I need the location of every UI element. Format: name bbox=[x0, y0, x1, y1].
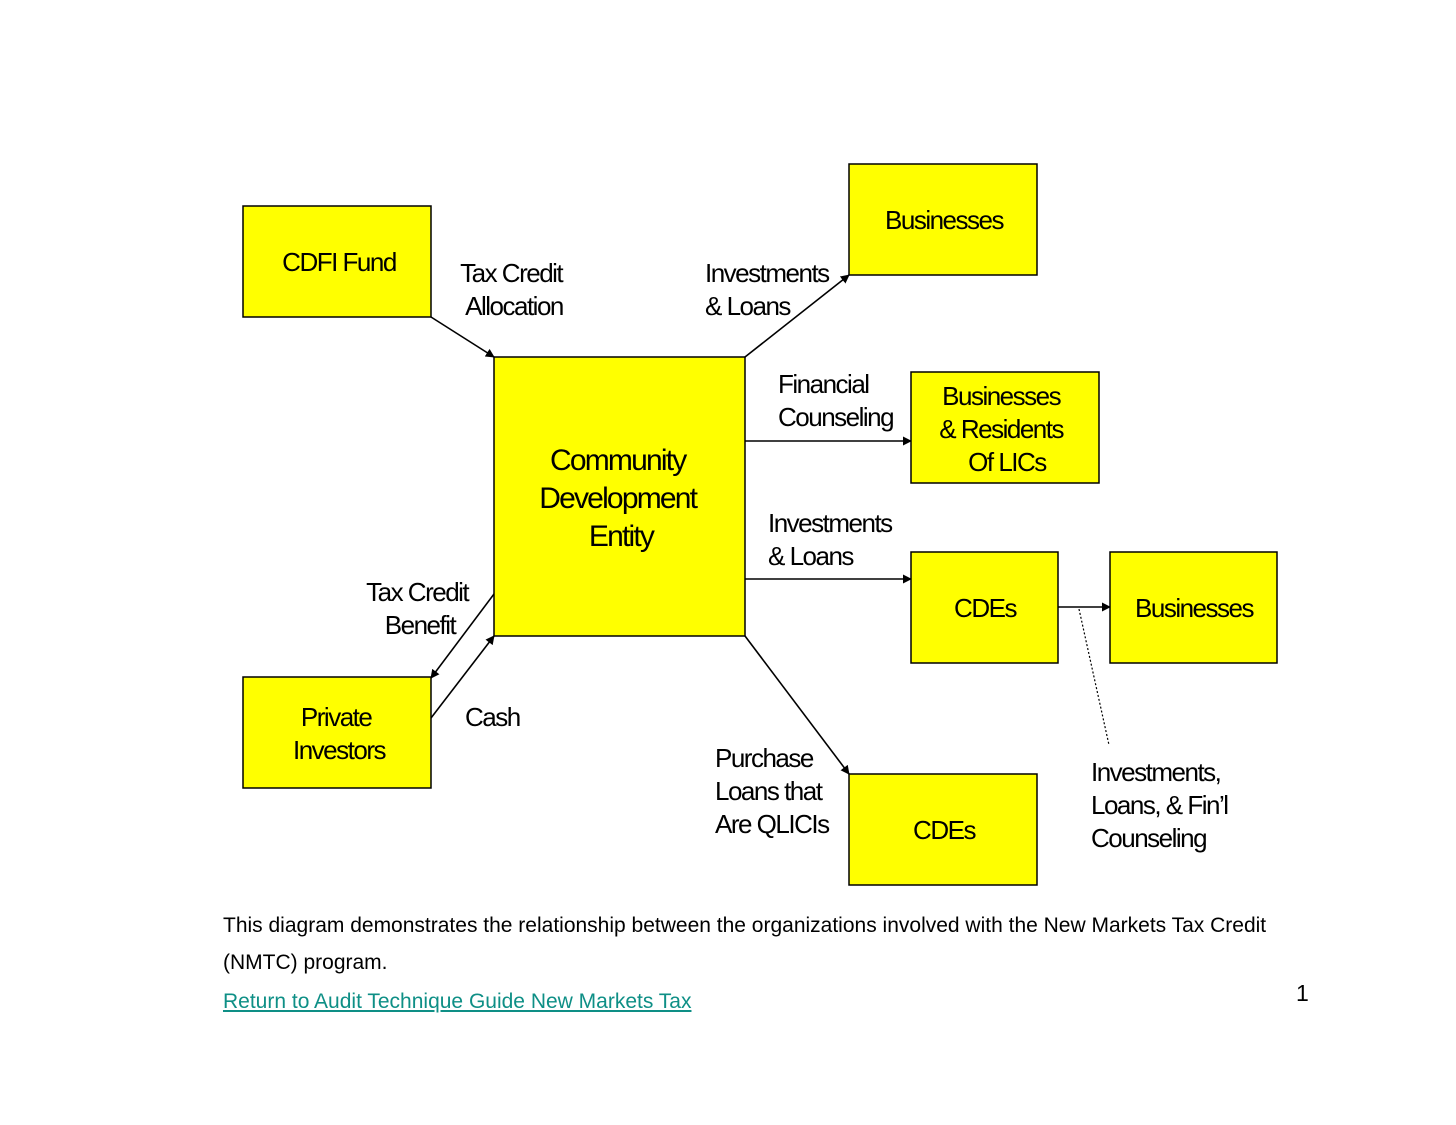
edge-cde-to-cdes-bottom bbox=[744, 635, 850, 775]
edge-dotted-label-pointer bbox=[1078, 608, 1110, 746]
edge-cde-to-businesses-top bbox=[744, 274, 850, 358]
node-businesses-residents-lics: Businesses & Residents Of LICs bbox=[910, 371, 1100, 484]
node-private-investors-label: Private Investors bbox=[293, 702, 386, 765]
edge-private-investors-to-cde bbox=[430, 635, 495, 719]
node-businesses-right: Businesses bbox=[1109, 551, 1278, 664]
edge-label-investments-loans-fin-counseling: Investments, Loans, & Fin’l Counseling bbox=[1091, 757, 1233, 853]
edge-label-cash: Cash bbox=[465, 702, 520, 732]
node-community-development-entity-label: Community Development Entity bbox=[539, 444, 703, 553]
edge-label-financial-counseling: Financial Counseling bbox=[778, 369, 893, 432]
edge-label-investments-loans-top: Investments & Loans bbox=[705, 258, 834, 321]
return-to-audit-guide-link[interactable]: Return to Audit Technique Guide New Mark… bbox=[223, 990, 692, 1013]
node-cdes-mid: CDEs bbox=[910, 551, 1059, 664]
node-cdes-bottom: CDEs bbox=[848, 773, 1038, 886]
page-number: 1 bbox=[1296, 980, 1309, 1006]
edge-cdfi-to-cde bbox=[430, 316, 495, 358]
edge-label-tax-credit-allocation: Tax Credit Allocation bbox=[460, 258, 568, 321]
edge-label-investments-loans-mid: Investments & Loans bbox=[768, 508, 897, 571]
edge-cde-to-private-investors bbox=[430, 593, 495, 679]
node-businesses-right-label: Businesses bbox=[1135, 593, 1254, 623]
node-cdfi-fund-label: CDFI Fund bbox=[282, 247, 396, 277]
node-businesses-top-label: Businesses bbox=[885, 205, 1004, 235]
node-cdfi-fund: CDFI Fund bbox=[242, 205, 432, 318]
node-businesses-top: Businesses bbox=[848, 163, 1038, 276]
diagram-caption: This diagram demonstrates the relationsh… bbox=[223, 914, 1267, 974]
node-businesses-residents-lics-label: Businesses & Residents Of LICs bbox=[939, 381, 1068, 477]
node-private-investors: Private Investors bbox=[242, 676, 432, 789]
node-community-development-entity: Community Development Entity bbox=[493, 356, 746, 637]
edge-label-purchase-loans-qlicis: Purchase Loans that Are QLICIs bbox=[715, 743, 830, 839]
edge-label-tax-credit-benefit: Tax Credit Benefit bbox=[366, 577, 474, 640]
node-cdes-bottom-label: CDEs bbox=[913, 815, 976, 845]
node-cdes-mid-label: CDEs bbox=[954, 593, 1017, 623]
